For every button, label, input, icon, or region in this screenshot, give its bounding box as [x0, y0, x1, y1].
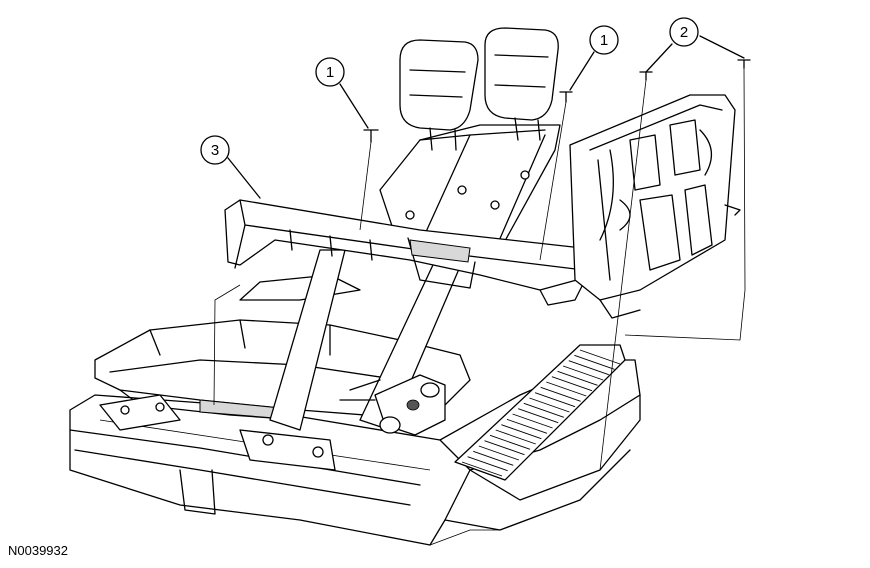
scuff-rib: [534, 392, 576, 408]
scuff-rib: [546, 381, 587, 397]
scuff-rib: [579, 349, 621, 365]
scuff-plate: [454, 344, 626, 481]
assembly-lines: [213, 67, 746, 471]
scuff-rib: [478, 445, 520, 461]
leader-lines: [227, 35, 745, 199]
callout-3: 3: [200, 135, 230, 165]
headrests: [399, 27, 559, 151]
scuff-rib: [461, 461, 503, 477]
scuff-rib: [540, 386, 581, 402]
scuff-rib: [557, 370, 598, 386]
svg-text:1: 1: [326, 64, 334, 81]
screw-2b-icon: [737, 59, 751, 69]
svg-text:3: 3: [211, 142, 219, 159]
scuff-rib: [574, 354, 615, 370]
scuff-rib: [495, 429, 536, 445]
scuff-rib: [512, 413, 553, 429]
scuff-rib: [489, 434, 531, 450]
seat-motor: [339, 374, 446, 436]
scuff-rib: [551, 376, 593, 392]
scuff-rib: [473, 450, 514, 466]
scuff-rib: [562, 365, 604, 381]
figure-id-label: N0039932: [8, 543, 68, 558]
scuff-rib: [568, 360, 609, 376]
callout-1b: 1: [589, 25, 619, 55]
seat-backs: [379, 124, 561, 261]
screw-1b-icon: [559, 91, 573, 103]
scuff-rib: [467, 456, 508, 472]
scuff-rib: [484, 440, 525, 456]
scuff-rib: [523, 402, 564, 418]
scuff-rib: [529, 397, 570, 413]
floor-pan: [69, 359, 641, 546]
svg-text:1: 1: [600, 32, 608, 49]
callout-2: 2: [669, 17, 699, 47]
scuff-rib: [506, 418, 548, 434]
svg-text:2: 2: [680, 24, 688, 41]
scuff-rib: [501, 424, 542, 440]
callout-1a: 1: [315, 57, 345, 87]
trim-panel-2: [569, 94, 741, 319]
screw-1a-icon: [363, 129, 379, 143]
fastener-group: [363, 59, 751, 143]
scuff-rib: [518, 408, 559, 424]
screw-2a-icon: [639, 71, 653, 81]
trim-panel-3: [224, 199, 601, 306]
